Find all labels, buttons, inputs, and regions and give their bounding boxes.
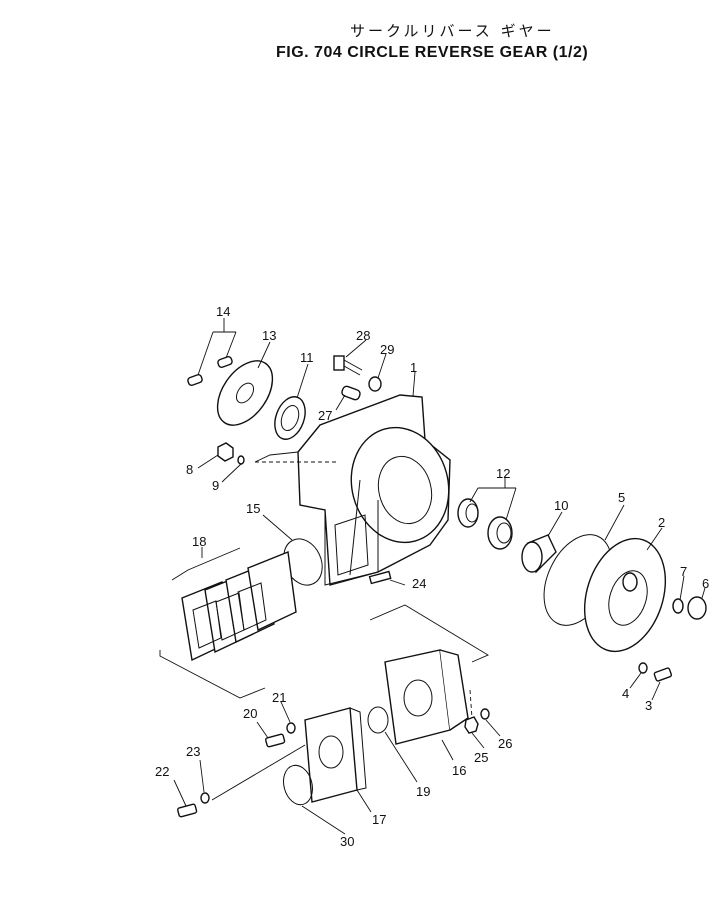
part-bushings <box>457 498 513 550</box>
diagram-title-japanese: サークルリバース ギヤー <box>350 22 555 40</box>
callout-7: 7 <box>680 564 687 579</box>
callout-8: 8 <box>186 462 193 477</box>
part-sleeve <box>521 534 557 574</box>
callout-5: 5 <box>618 490 625 505</box>
callout-26: 26 <box>498 736 512 751</box>
callout-14: 14 <box>216 304 230 319</box>
callout-25: 25 <box>474 750 488 765</box>
part-washer-21 <box>286 722 296 734</box>
callout-15: 15 <box>246 501 260 516</box>
callout-13: 13 <box>262 328 276 343</box>
callout-6: 6 <box>702 576 709 591</box>
part-washer-4 <box>638 662 648 674</box>
callout-27: 27 <box>318 408 332 423</box>
callout-9: 9 <box>212 478 219 493</box>
callout-28: 28 <box>356 328 370 343</box>
part-cover <box>583 537 667 653</box>
callout-labels: 1 2 3 4 5 6 7 8 9 10 11 12 13 14 15 16 1… <box>155 304 709 849</box>
callout-10: 10 <box>554 498 568 513</box>
callout-29: 29 <box>380 342 394 357</box>
part-bolt-20 <box>265 733 286 748</box>
callout-21: 21 <box>272 690 286 705</box>
callout-12: 12 <box>496 466 510 481</box>
part-pin-27 <box>341 385 361 401</box>
part-o-ring-19 <box>367 706 389 734</box>
diagram-title: FIG. 704 CIRCLE REVERSE GEAR (1/2) <box>276 44 589 61</box>
part-o-ring-30 <box>283 764 313 806</box>
part-main-case <box>255 394 451 586</box>
part-thrust-plate <box>216 360 274 426</box>
callout-2: 2 <box>658 515 665 530</box>
callout-18: 18 <box>192 534 206 549</box>
leader-lines <box>159 318 706 835</box>
part-oil-seal <box>274 396 306 440</box>
callout-20: 20 <box>243 706 257 721</box>
callout-3: 3 <box>645 698 652 713</box>
part-nut-25 <box>464 716 479 734</box>
part-ring-7 <box>672 598 684 614</box>
part-housing-16 <box>384 649 473 745</box>
callout-16: 16 <box>452 763 466 778</box>
part-washer-29 <box>368 376 382 392</box>
part-washer-26 <box>480 708 490 720</box>
callout-24: 24 <box>412 576 426 591</box>
part-bolt-28 <box>333 355 363 376</box>
part-stud-24 <box>368 570 392 585</box>
part-bolt-22 <box>177 803 198 818</box>
callout-30: 30 <box>340 834 354 849</box>
part-gaskets <box>181 551 297 662</box>
part-washer-23 <box>200 792 210 804</box>
part-plug-6 <box>687 596 707 620</box>
callout-22: 22 <box>155 764 169 779</box>
part-cover-plate-17 <box>304 707 367 803</box>
part-nut-8 <box>217 442 234 462</box>
part-ring-9 <box>237 455 245 465</box>
callout-4: 4 <box>622 686 629 701</box>
part-pins <box>187 355 233 387</box>
callout-23: 23 <box>186 744 200 759</box>
callout-11: 11 <box>300 350 314 365</box>
callout-17: 17 <box>372 812 386 827</box>
callout-19: 19 <box>416 784 430 799</box>
part-bolt-3 <box>653 667 673 682</box>
callout-1: 1 <box>410 360 417 375</box>
